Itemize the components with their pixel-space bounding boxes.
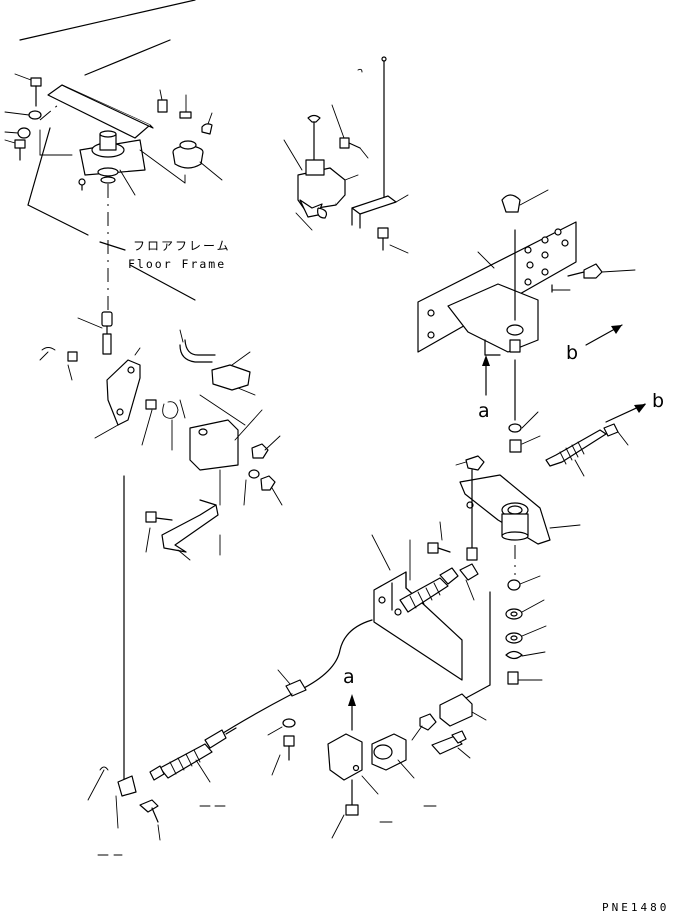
washer-stack xyxy=(505,545,547,685)
lever-assembly xyxy=(39,347,186,786)
cable-end-right xyxy=(545,423,629,477)
sleeves xyxy=(508,359,541,453)
lower-right-fittings xyxy=(411,591,491,759)
arrows-upper xyxy=(482,324,646,423)
lower-bolt-set xyxy=(267,718,296,776)
lower-clip xyxy=(87,766,226,856)
arrow-a-upper-label: a xyxy=(478,400,490,422)
small-clips xyxy=(157,89,213,135)
cable-bracket xyxy=(371,521,479,681)
lever-plate xyxy=(455,455,581,561)
floor-frame-outline xyxy=(19,0,196,301)
accelerator-rod xyxy=(77,184,113,355)
accelerator-pedal xyxy=(47,84,223,196)
bracket-plate xyxy=(189,409,283,506)
floor-frame-label-jp: フロアフレーム xyxy=(133,239,231,253)
lower-bracket-assembly xyxy=(327,694,437,839)
u-bolt xyxy=(179,329,256,426)
arrow-a-lower-label: a xyxy=(343,666,355,688)
lower-bracket xyxy=(145,499,221,561)
drawing-code: PNE1480 xyxy=(602,901,670,914)
mounting-plate xyxy=(417,189,636,356)
motor-bracket xyxy=(351,194,409,254)
arrow-b-right-label: b xyxy=(566,342,579,364)
bolts-top-left xyxy=(4,73,73,161)
throttle-motor xyxy=(283,56,387,231)
floor-frame-label-en: Floor Frame xyxy=(128,257,227,271)
arrow-b-upper-label: b xyxy=(652,390,665,412)
throttle-cable xyxy=(149,619,373,783)
